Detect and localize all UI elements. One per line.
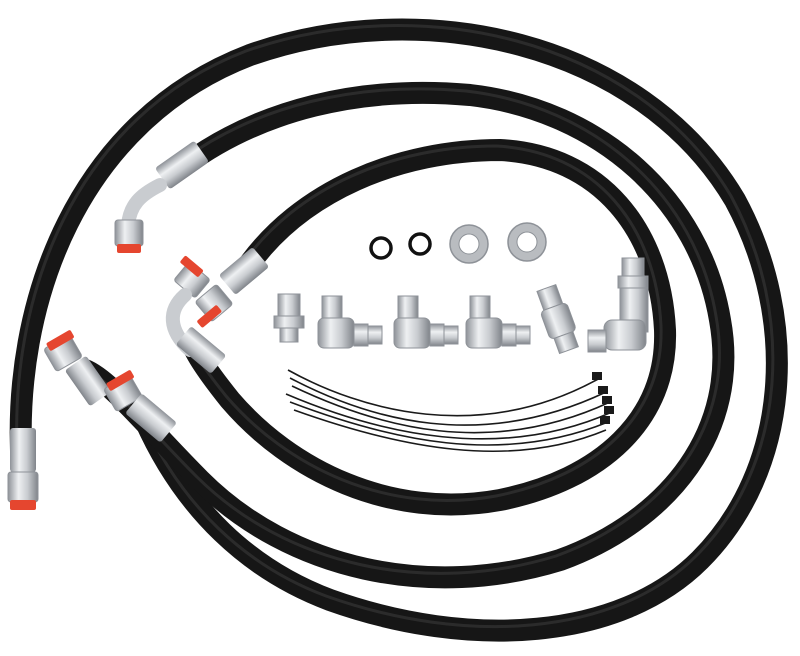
o-rings [369,232,432,260]
elbow-adapter [393,295,459,349]
zip-tie [285,393,613,440]
red-cap [197,305,222,328]
red-cap [117,244,141,253]
elbow-adapter [317,295,383,349]
straight-adapter [273,293,305,343]
zip-tie [287,369,601,417]
angle-45-adapter [536,283,579,355]
hose-fitting-elbow-center [165,248,268,373]
zip-tie [293,409,607,453]
o-ring [408,232,432,256]
red-cap [180,256,203,277]
red-cap [106,370,134,391]
hose-middle [74,81,735,589]
red-cap [10,500,36,510]
hose-fitting-straight-mid [44,330,176,442]
hose-fitting-elbow-top [114,141,208,253]
washers [449,222,547,264]
zip-tie [289,401,609,446]
long-elbow-adapter [587,257,649,353]
hose-fitting-straight-left [7,428,39,510]
adapter-fittings [273,257,649,355]
elbow-adapter [465,295,531,349]
hose-outer [9,18,788,642]
zip-ties [285,369,614,453]
zip-tie [289,377,607,426]
o-ring [369,236,393,260]
red-cap [46,330,74,351]
zip-tie [291,385,611,434]
hose-inner [184,138,677,516]
